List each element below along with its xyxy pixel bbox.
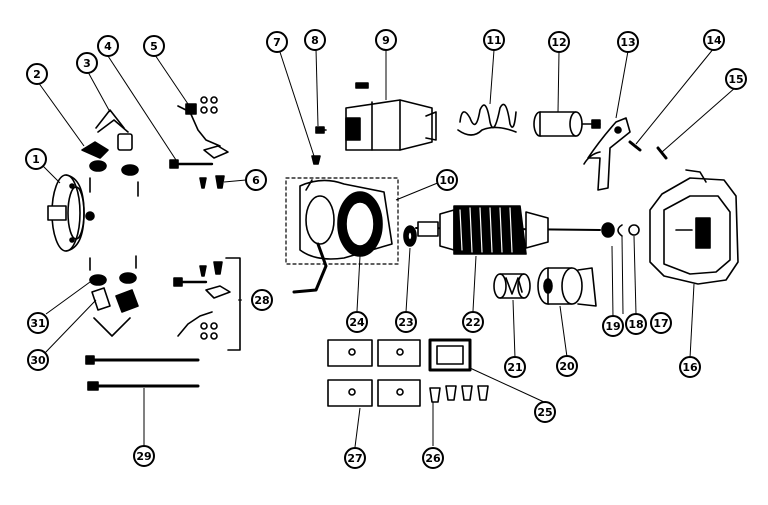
svg-text:12: 12 (551, 36, 566, 49)
svg-text:27: 27 (347, 452, 362, 465)
part-pin-14 (628, 140, 642, 152)
callout-15: 15 (725, 68, 747, 90)
callout-17: 17 (650, 312, 672, 334)
part-screw-7 (311, 155, 321, 165)
part-screws-6 (199, 175, 225, 189)
callout-9: 9 (375, 29, 397, 51)
callout-6: 6 (245, 169, 267, 191)
svg-text:20: 20 (559, 360, 575, 373)
svg-text:22: 22 (465, 316, 480, 329)
part-armature (415, 205, 601, 255)
callout-20: 20 (556, 355, 578, 377)
callout-10: 10 (436, 169, 458, 191)
callout-1: 1 (25, 148, 47, 170)
svg-text:8: 8 (311, 34, 319, 47)
svg-text:11: 11 (486, 34, 501, 47)
part-retainer-18 (617, 224, 623, 237)
svg-text:21: 21 (507, 361, 522, 374)
part-solenoid (345, 82, 437, 151)
svg-text:16: 16 (682, 361, 698, 374)
part-through-bolts (85, 355, 200, 391)
callout-30: 30 (27, 349, 49, 371)
callout-8: 8 (304, 29, 326, 51)
svg-text:10: 10 (439, 174, 455, 187)
svg-text:29: 29 (136, 450, 151, 463)
callout-18: 18 (625, 313, 647, 335)
callout-16: 16 (679, 356, 701, 378)
part-brush-lower-group (89, 255, 139, 337)
svg-text:3: 3 (83, 57, 91, 70)
callout-7: 7 (266, 31, 288, 53)
callout-31: 31 (27, 312, 49, 334)
callout-5: 5 (143, 35, 165, 57)
svg-text:17: 17 (653, 317, 668, 330)
part-screws-26 (429, 385, 489, 403)
svg-text:9: 9 (382, 34, 390, 47)
svg-text:7: 7 (273, 36, 281, 49)
callout-26: 26 (422, 447, 444, 469)
part-spring-21 (493, 273, 531, 299)
callout-11: 11 (483, 29, 505, 51)
part-screw-4 (169, 159, 214, 169)
svg-text:23: 23 (398, 316, 413, 329)
part-pole-shoes (327, 339, 421, 407)
callout-22: 22 (462, 311, 484, 333)
svg-text:6: 6 (252, 174, 260, 187)
svg-text:24: 24 (349, 316, 365, 329)
part-field-frame (285, 177, 399, 294)
part-drive-end-cap (47, 174, 95, 252)
callout-13: 13 (617, 31, 639, 53)
part-plunger (533, 111, 601, 137)
callout-28: 28 (251, 289, 273, 311)
part-springs (457, 103, 517, 136)
part-brush-upper-group (81, 109, 139, 197)
callout-2: 2 (26, 63, 48, 85)
part-pin-15 (656, 146, 668, 160)
svg-text:28: 28 (254, 294, 269, 307)
svg-text:26: 26 (425, 452, 441, 465)
callout-24: 24 (346, 311, 368, 333)
callout-29: 29 (133, 445, 155, 467)
callout-21: 21 (504, 356, 526, 378)
svg-text:30: 30 (30, 354, 46, 367)
callout-19: 19 (602, 315, 624, 337)
svg-text:2: 2 (33, 68, 41, 81)
part-screw-8 (315, 126, 327, 134)
svg-text:15: 15 (728, 73, 743, 86)
callout-27: 27 (344, 447, 366, 469)
callout-12: 12 (548, 31, 570, 53)
callout-25: 25 (534, 401, 556, 423)
part-collar-19 (601, 222, 615, 238)
part-gasket (428, 338, 472, 372)
svg-text:14: 14 (706, 34, 722, 47)
svg-text:19: 19 (605, 320, 620, 333)
part-drive-assembly (537, 267, 597, 307)
svg-text:25: 25 (537, 406, 552, 419)
part-drive-housing (649, 169, 739, 285)
callout-3: 3 (76, 52, 98, 74)
svg-text:18: 18 (628, 318, 643, 331)
part-shift-lever (583, 117, 631, 191)
part-terminal-group-28 (173, 257, 241, 351)
svg-text:1: 1 (32, 153, 40, 166)
svg-text:13: 13 (620, 36, 635, 49)
callout-23: 23 (395, 311, 417, 333)
svg-text:31: 31 (30, 317, 45, 330)
callout-14: 14 (703, 29, 725, 51)
part-terminal-lead-5 (177, 96, 229, 159)
svg-text:4: 4 (104, 40, 112, 53)
callout-4: 4 (97, 35, 119, 57)
part-thrust-washer (403, 225, 417, 247)
svg-text:5: 5 (150, 40, 158, 53)
part-washer-17 (628, 224, 640, 236)
